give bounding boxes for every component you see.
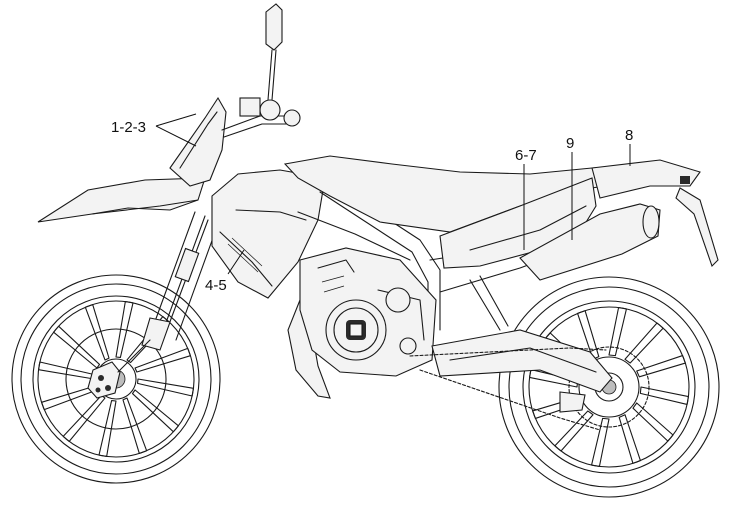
- exhaust-muffler: [519, 203, 661, 281]
- callout-6-7: 6-7: [515, 147, 537, 164]
- wheel-spoke: [554, 410, 594, 452]
- wheel-spoke: [53, 325, 101, 369]
- engine: [299, 247, 437, 377]
- rear-fender: [591, 159, 719, 268]
- wheel-spoke: [590, 417, 610, 467]
- rear-wheel: [498, 276, 720, 498]
- callout-9: 9: [566, 135, 574, 152]
- wheel-spoke: [577, 310, 600, 360]
- rear-caliper: [559, 391, 586, 413]
- wheel-spoke: [639, 386, 689, 406]
- wheel-spoke: [131, 389, 179, 433]
- wheel-spoke: [608, 307, 628, 357]
- wheel-spoke: [84, 304, 110, 361]
- wheel-spoke: [618, 414, 641, 464]
- wheel-spoke: [62, 394, 106, 442]
- wheel-spoke: [636, 355, 686, 378]
- drive-chain: [409, 347, 607, 431]
- wheel-spoke: [98, 400, 117, 457]
- wheel-spoke: [134, 347, 191, 373]
- wheel-spoke: [137, 378, 194, 397]
- handlebar: [221, 49, 301, 138]
- callouts: 1-2-3 4-5 6-7 9 8: [111, 113, 633, 294]
- wheel-spoke: [632, 402, 674, 442]
- front-brake-caliper: [87, 361, 121, 399]
- callout-1-2-3: 1-2-3: [111, 119, 146, 136]
- swingarm: [431, 329, 613, 393]
- mirror: [265, 3, 283, 51]
- radiator-shroud: [211, 169, 326, 299]
- front-wheel: [11, 274, 221, 484]
- rear-sprocket: [568, 346, 650, 428]
- rear-shock: [469, 275, 509, 331]
- wheel-spoke: [624, 322, 664, 364]
- front-fork: [117, 211, 219, 373]
- callout-4-5: 4-5: [205, 277, 227, 294]
- front-number-plate: [169, 96, 227, 187]
- wheel-spoke: [122, 397, 148, 454]
- callout-8: 8: [625, 127, 633, 144]
- front-fender: [37, 177, 206, 223]
- wheel-spoke: [115, 301, 134, 358]
